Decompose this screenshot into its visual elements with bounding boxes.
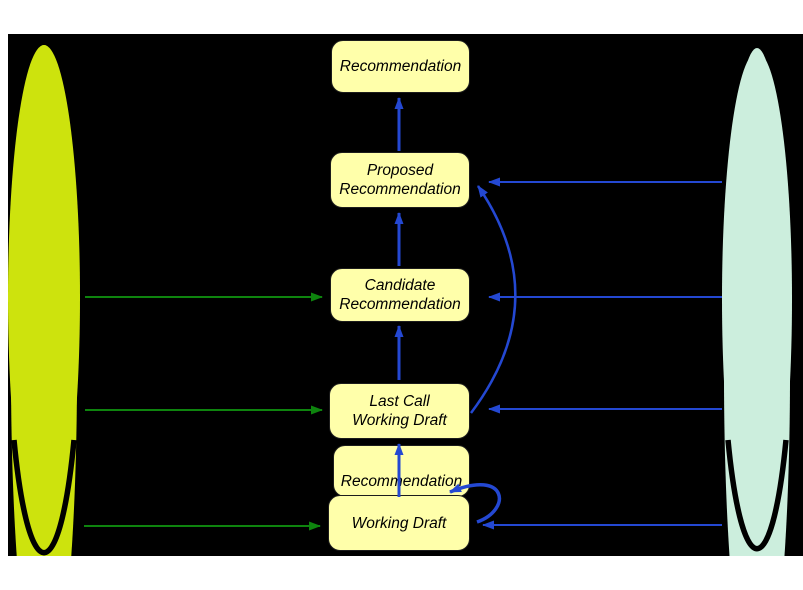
node-label: Recommendation [339,58,462,75]
node-candidate-recommendation: Candidate Recommendation [330,268,470,322]
node-label: Working Draft [351,514,447,532]
node-recommendation-top: Recommendation [331,40,470,93]
node-recommendation-lower: Recommendation [333,445,470,497]
node-label-line1: Proposed [366,162,434,179]
node-label-line1: Candidate [364,277,436,294]
node-proposed-recommendation: Proposed Recommendation [330,152,470,208]
node-working-draft: Working Draft [328,495,470,551]
node-label-line2: Recommendation [339,181,461,198]
node-label-line2: Working Draft [352,412,447,429]
public-label: P U B L I C [37,250,47,340]
w3c-members-label: W 3 C M E M B E R S [751,212,765,377]
node-label-line2: Recommendation [339,296,461,313]
node-label: Recommendation [340,473,463,490]
node-label-line1: Last Call [369,393,430,410]
node-last-call-working-draft: Last Call Working Draft [329,383,470,439]
